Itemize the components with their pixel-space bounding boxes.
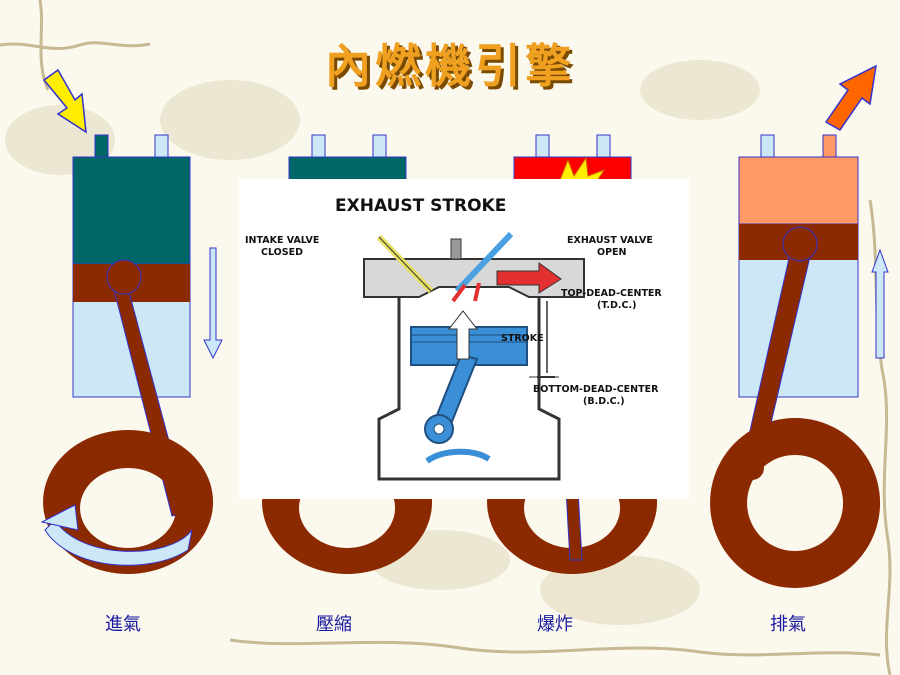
cylinder-block [377,297,561,481]
exhaust-valve [454,231,514,294]
caption-power: 爆炸 [537,614,573,635]
caption-compression: 壓縮 [316,614,352,635]
engine-intake [40,68,223,574]
exhaust-valve-label: EXHAUST VALVE [567,235,653,246]
intake-valve-label: INTAKE VALVE [245,235,319,246]
rotation-arrow-icon [425,448,491,464]
intake-arrow-icon [42,68,87,134]
exhaust-arrow-icon [824,64,877,131]
exhaust-stroke-heading: EXHAUST STROKE [335,196,506,216]
bdc-label: BOTTOM-DEAD-CENTER [533,384,659,395]
caption-exhaust: 排氣 [770,614,806,635]
intake-valve-state: CLOSED [261,247,303,258]
engine-exhaust [710,64,889,588]
exhaust-flow-arrow-icon [496,262,562,294]
exhaust-valve-state: OPEN [597,247,627,258]
spark-plug-icon [450,238,462,260]
tdc-label: TOP-DEAD-CENTER [561,288,662,299]
piston-up-arrow-icon [447,310,479,360]
exhaust-stroke-inset: EXHAUST STROKE INTAKE VALVE CLOSED EXHAU… [239,179,689,499]
exhaust-stroke-diagram: EXHAUST STROKE INTAKE VALVE CLOSED EXHAU… [245,196,662,481]
caption-intake: 進氣 [105,614,141,635]
stroke-label: STROKE [501,333,544,344]
bdc-abbrev: (B.D.C.) [583,396,625,407]
cylinder-head [363,258,585,298]
tdc-abbrev: (T.D.C.) [597,300,636,311]
slide-title: 內燃機引擎 [325,39,575,93]
